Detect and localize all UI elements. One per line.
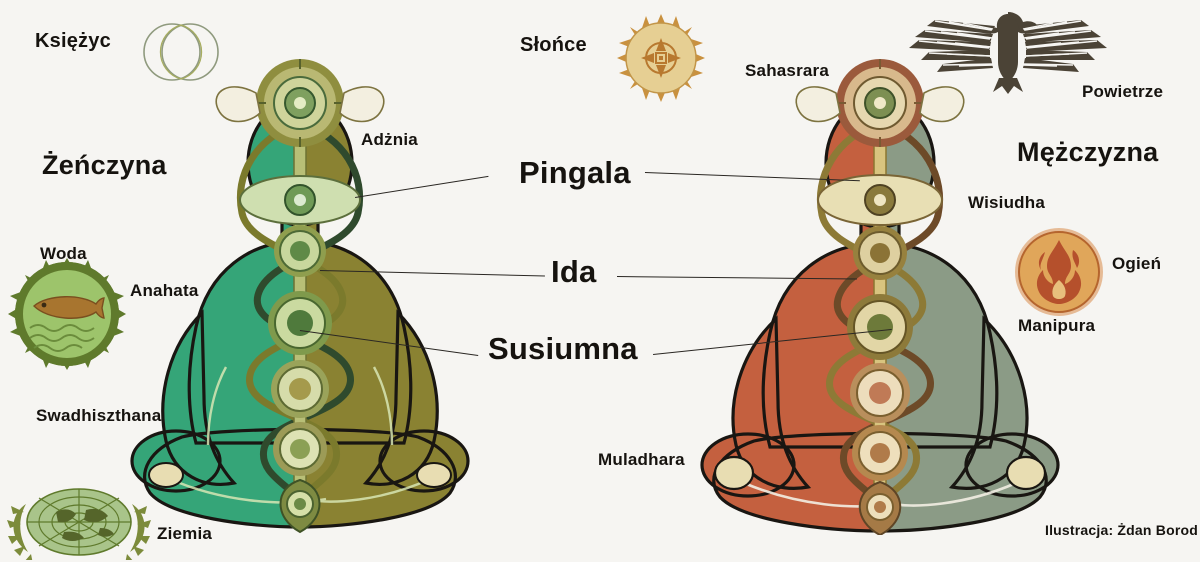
label-svadhisthana: Swadhiszthana <box>36 406 162 425</box>
label-female: Żeńczyna <box>42 150 167 180</box>
label-water: Woda <box>40 244 87 263</box>
female-figure-svg <box>130 59 470 534</box>
label-sahasrara: Sahasrara <box>745 61 830 80</box>
label-air: Powietrze <box>1082 82 1164 101</box>
chakra-svadhisthana-right <box>852 425 908 481</box>
label-vishuddha: Wisiudha <box>968 193 1046 212</box>
globe-laurel-icon <box>4 482 154 560</box>
label-muladhara: Muladhara <box>598 450 685 469</box>
label-earth: Ziemia <box>157 524 213 543</box>
label-ida: Ida <box>551 254 597 289</box>
chakra-sahasrara-left <box>256 59 344 147</box>
chakra-anahata-left <box>268 291 332 355</box>
female-figure <box>130 45 530 535</box>
female-chakras <box>215 59 385 534</box>
fish-water-icon <box>8 258 126 370</box>
eagle-wings-icon <box>905 8 1111 94</box>
label-susiumna: Susiumna <box>488 331 638 366</box>
illustration-credit: Ilustracja: Żdan Borod <box>1045 522 1198 538</box>
label-manipura: Manipura <box>1018 316 1096 335</box>
flame-disc-icon <box>1013 226 1105 318</box>
chakra-manipura-right <box>850 363 910 423</box>
male-chakras <box>795 59 965 535</box>
label-moon: Księżyc <box>35 30 111 52</box>
chakra-muladhara-left <box>279 478 321 534</box>
chakra-svadhisthana-left <box>273 422 327 476</box>
label-male: Mężczyzna <box>1017 137 1159 167</box>
chakra-anahata-right <box>847 294 913 360</box>
chakra-manipura-left <box>271 360 329 418</box>
chakra-ajna-right <box>817 174 943 226</box>
crown-side-petals-right <box>795 86 965 123</box>
female-hands <box>148 462 452 488</box>
male-figure <box>700 45 1100 535</box>
male-figure-svg <box>700 59 1060 535</box>
chakra-ajna-left <box>239 175 361 225</box>
label-ajna: Adżnia <box>361 130 418 149</box>
chakra-vishuddha-left <box>274 225 326 277</box>
label-anahata: Anahata <box>130 281 199 300</box>
label-pingala: Pingala <box>519 155 631 190</box>
crown-side-petals-left <box>215 86 385 123</box>
label-sun: Słońce <box>520 34 587 56</box>
male-hands <box>713 455 1047 491</box>
moon-circles-icon <box>140 14 222 90</box>
sun-disc-icon <box>615 12 707 104</box>
chakra-sahasrara-right <box>836 59 924 147</box>
chakra-muladhara-right <box>858 480 902 535</box>
eagle-wing-right <box>1021 20 1107 72</box>
label-fire: Ogień <box>1112 254 1162 273</box>
chakra-vishuddha-right <box>853 226 907 280</box>
